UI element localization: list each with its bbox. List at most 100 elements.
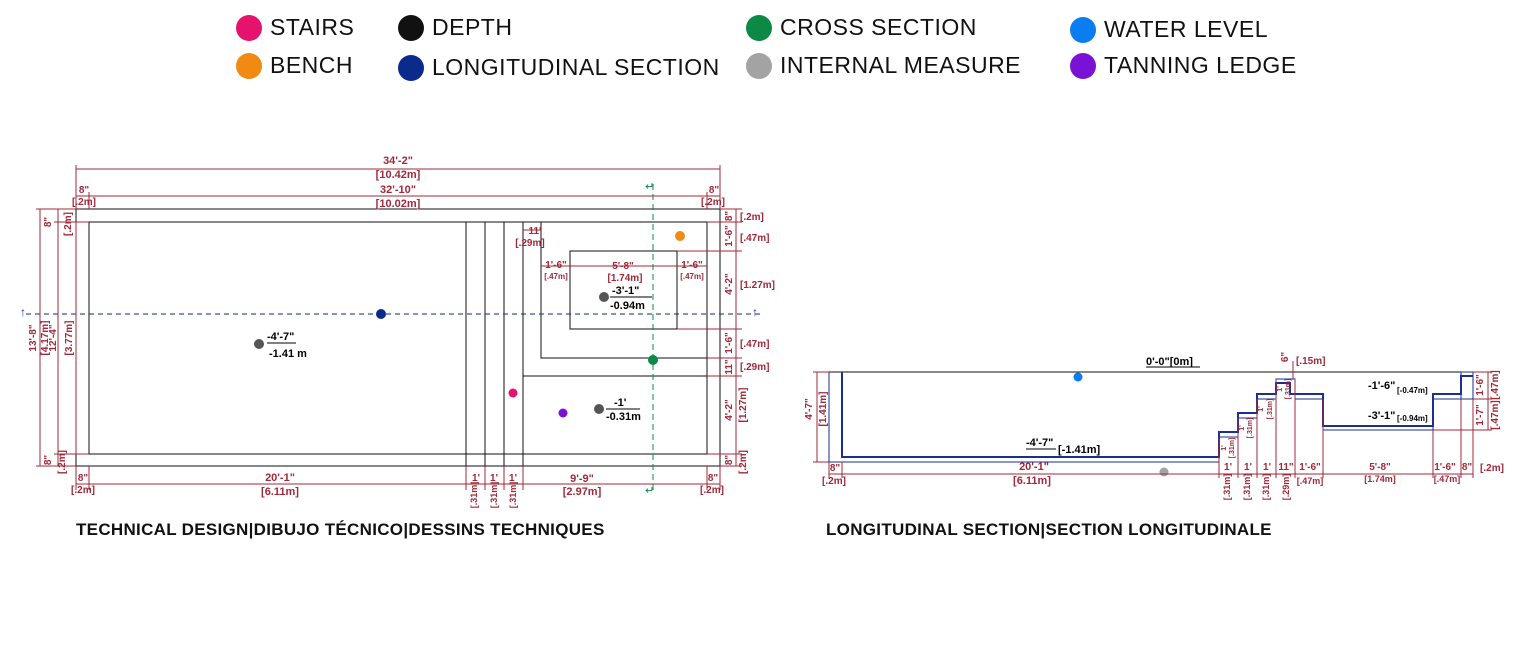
longitudinal-section-marker-icon bbox=[376, 309, 386, 319]
legend-item-internal-measure: INTERNAL MEASURE bbox=[746, 52, 1021, 79]
depth-marker-icon bbox=[398, 14, 424, 41]
cross-section-marker-icon bbox=[746, 14, 772, 41]
legend-label: CROSS SECTION bbox=[780, 14, 977, 40]
dimension-text: [10.42m] bbox=[376, 169, 421, 181]
stairs-marker-icon bbox=[508, 388, 518, 398]
cross-section-marker-icon bbox=[648, 355, 658, 365]
dimension-text: 1' bbox=[1263, 462, 1271, 473]
dimension-text: [.29m] bbox=[1281, 474, 1291, 501]
dimension-text: 1' bbox=[1239, 425, 1246, 431]
dimension-text: 1' bbox=[490, 473, 498, 484]
dimension-text: [.31m] bbox=[1261, 474, 1271, 501]
dimension-text: [.2m] bbox=[701, 197, 725, 208]
depth-label: -1' bbox=[614, 397, 627, 409]
dimension-text: 8" bbox=[724, 211, 735, 222]
dimension-text: 8" bbox=[1462, 462, 1473, 473]
dimension-text: 11" bbox=[724, 359, 735, 375]
section-dimension-lines bbox=[813, 361, 1492, 478]
water-level-label: 0'-0"[0m] bbox=[1146, 356, 1193, 368]
dimension-text: [.47m] bbox=[544, 272, 568, 281]
dimension-text: [6.11m] bbox=[1013, 475, 1051, 487]
dimension-text: 20'-1" bbox=[1019, 461, 1049, 473]
legend-label: STAIRS bbox=[270, 14, 355, 40]
pool-outer-outline bbox=[75, 208, 721, 467]
dimension-text: 8" bbox=[830, 463, 841, 474]
depth-label: -3'-1" bbox=[612, 285, 639, 297]
dimension-text: 1' bbox=[509, 473, 517, 484]
internal-measure-marker-icon bbox=[746, 52, 772, 79]
section-arrow-icon: ↑ bbox=[20, 305, 26, 319]
dimension-text: [.47m] bbox=[1297, 476, 1324, 486]
dimension-text: 8" bbox=[78, 473, 89, 484]
dimension-text: [.2m] bbox=[740, 212, 764, 223]
plan-dimension-lines bbox=[36, 165, 742, 490]
dimension-text: [.47m] bbox=[680, 272, 704, 281]
dimension-text: [.31m] bbox=[1229, 438, 1236, 459]
pool-inner-outline bbox=[88, 221, 708, 455]
dimension-text: [1.27m] bbox=[740, 280, 775, 291]
dimension-text: 1' bbox=[1224, 462, 1232, 473]
dimension-text: [6.11m] bbox=[261, 486, 299, 498]
dimension-text: 8" bbox=[43, 217, 54, 228]
legend-label: BENCH bbox=[270, 52, 354, 78]
dimension-text: 1'-7" bbox=[1475, 404, 1486, 426]
bench-marker-icon bbox=[675, 231, 685, 241]
depth-label: -0.31m bbox=[606, 411, 641, 423]
dimension-text: [.47m] bbox=[1434, 474, 1461, 484]
dimension-text: 12'-4" bbox=[48, 324, 59, 351]
dimension-text: 1' bbox=[472, 473, 480, 484]
dimension-text: [.29m] bbox=[740, 362, 769, 373]
legend-item-longitudinal-section: LONGITUDINAL SECTION bbox=[398, 54, 720, 81]
dimension-text: 34'-2" bbox=[383, 155, 413, 167]
legend-label: WATER LEVEL bbox=[1104, 16, 1268, 42]
depth-marker-icon bbox=[599, 292, 609, 302]
depth-label: [-1.41m] bbox=[1058, 444, 1101, 456]
dimension-text: [.2m] bbox=[57, 450, 68, 474]
dimension-text: [.2m] bbox=[71, 485, 95, 496]
bench-inner-outline bbox=[569, 250, 678, 330]
dimension-text: 1'-6" bbox=[545, 260, 567, 271]
dimension-text: [.29m] bbox=[515, 238, 544, 249]
section-arrow-icon: ↑ bbox=[752, 305, 758, 319]
dimension-text: 9'-9" bbox=[570, 473, 594, 485]
tanning-ledge-marker-icon bbox=[1070, 52, 1096, 79]
dimension-text: 1'-6" bbox=[1434, 462, 1456, 473]
legend-item-bench: BENCH bbox=[236, 52, 353, 79]
dimension-text: 4'-2" bbox=[724, 273, 735, 295]
dimension-text: [.31m] bbox=[1242, 474, 1252, 501]
stairs-marker-icon bbox=[236, 14, 262, 41]
legend-label: DEPTH bbox=[432, 14, 513, 40]
tanning-ledge-marker-icon bbox=[558, 408, 568, 418]
dimension-text: [.31m] bbox=[469, 482, 479, 509]
dimension-text: 1'-6" bbox=[681, 260, 703, 271]
dimension-text: [10.02m] bbox=[376, 198, 421, 210]
dimension-text: 13'-8" bbox=[28, 324, 39, 351]
dimension-text: [.2m] bbox=[822, 476, 846, 487]
dimension-text: 11' bbox=[529, 226, 542, 237]
water-level-marker-icon bbox=[1073, 372, 1083, 382]
legend-label: INTERNAL MEASURE bbox=[780, 52, 1022, 78]
dimension-text: [.31m] bbox=[508, 482, 518, 509]
depth-label: -1'-6" bbox=[1368, 380, 1395, 392]
bench-marker-icon bbox=[236, 52, 262, 79]
water-level-marker-icon bbox=[1070, 16, 1096, 43]
dimension-text: 1' bbox=[1277, 386, 1284, 392]
section-arrow-icon: ↵ bbox=[645, 181, 654, 193]
legend-label: TANNING LEDGE bbox=[1104, 52, 1297, 78]
dimension-text: [.31m] bbox=[489, 482, 499, 509]
depth-label: [-0.47m] bbox=[1397, 386, 1428, 395]
dimension-text: 8" bbox=[709, 185, 720, 196]
dimension-text: [2.97m] bbox=[563, 486, 602, 498]
legend: STAIRS BENCH DEPTH LONGITUDINAL SECTION … bbox=[0, 0, 1538, 100]
dimension-text: 1'-6" bbox=[724, 225, 735, 247]
dimension-text: 1'-6" bbox=[724, 332, 735, 354]
depth-label: -3'-1" bbox=[1368, 410, 1395, 422]
depth-marker-icon bbox=[594, 404, 604, 414]
dimension-text: [.47m] bbox=[1490, 370, 1501, 399]
dimension-text: [4.17m] bbox=[40, 320, 51, 355]
section-arrow-icon: ↵ bbox=[645, 485, 654, 497]
dimension-text: 6" bbox=[1280, 352, 1291, 363]
dimension-text: [.31m] bbox=[1267, 399, 1274, 420]
dimension-text: 5'-8" bbox=[1369, 462, 1391, 473]
depth-label: -1.41 m bbox=[269, 348, 307, 360]
